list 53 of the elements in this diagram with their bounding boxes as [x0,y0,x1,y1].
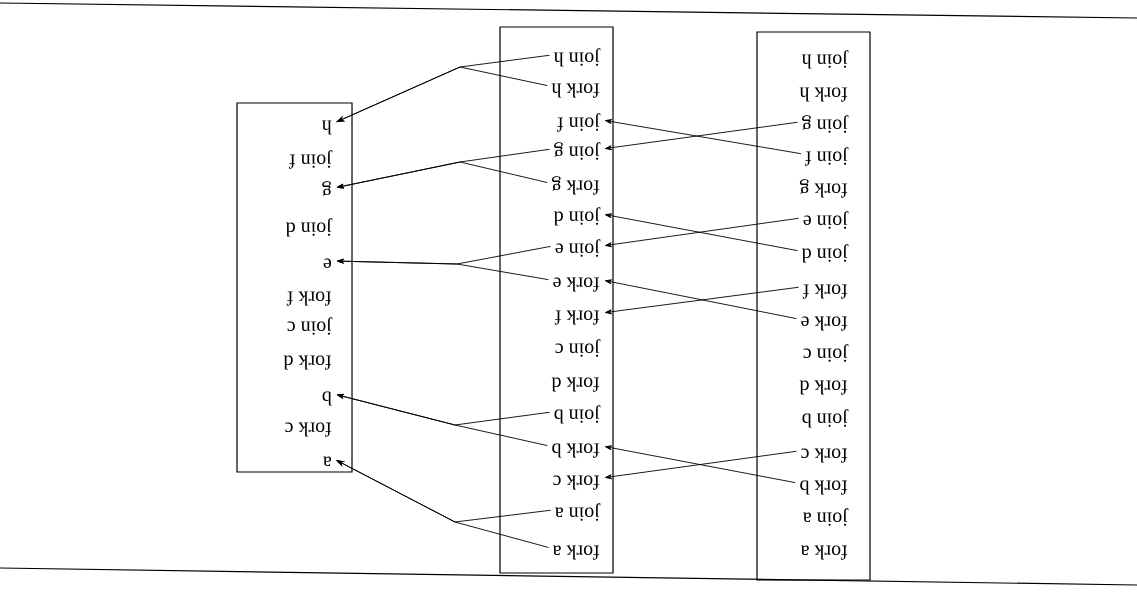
arrow [604,286,800,315]
item-label: join a [803,508,849,526]
item-label: join e [555,239,601,257]
item-label: join c [287,317,333,335]
item-label: fork b [800,480,848,495]
item-label: fork c [285,422,332,437]
item-label: fork d [551,377,600,392]
column-box [236,102,353,473]
item-label: join c [803,344,849,362]
item-label: join h [801,50,849,69]
item-label: fork g [551,176,600,195]
item-label: fork a [800,545,848,560]
arrow [336,148,550,189]
column-box [756,31,871,581]
item-label: join c [555,339,601,357]
arrow [604,279,797,320]
item-label: join a [555,503,601,521]
item-label: fork e [553,277,600,292]
item-label: join b [802,409,849,428]
item-label: join d [801,244,849,263]
item-label: fork h [799,87,848,102]
arrow [336,54,550,123]
item-label: join d [553,207,601,226]
arrow [336,460,552,523]
item-label: fork d [799,380,848,395]
item-label: fork a [552,545,600,560]
item-label: fork d [283,355,332,370]
item-label: fork b [552,443,600,458]
item-label: a [323,456,332,466]
arrow [336,393,550,426]
item-label: fork h [551,83,600,98]
item-label: join g [802,115,849,133]
item-label: h [322,120,332,135]
item-label: b [322,391,332,406]
item-label: fork e [801,316,848,331]
column-box [499,26,614,574]
item-label: fork c [801,448,848,463]
arrow [337,245,552,265]
item-label: fork g [799,179,848,198]
item-label: fork c [553,475,600,490]
item-label: join d [285,218,333,237]
item-label: join g [554,142,601,160]
item-label: fork f [554,310,600,325]
item-label: fork f [802,284,848,299]
item-label: g [322,181,331,196]
item-label: join h [553,48,601,67]
item-label: join b [554,405,601,424]
item-label: join f [805,147,849,166]
item-label: fork f [286,291,332,306]
item-label: join f [557,113,601,132]
item-label: e [323,258,331,269]
item-label: join f [289,150,333,169]
item-label: join e [803,211,849,229]
